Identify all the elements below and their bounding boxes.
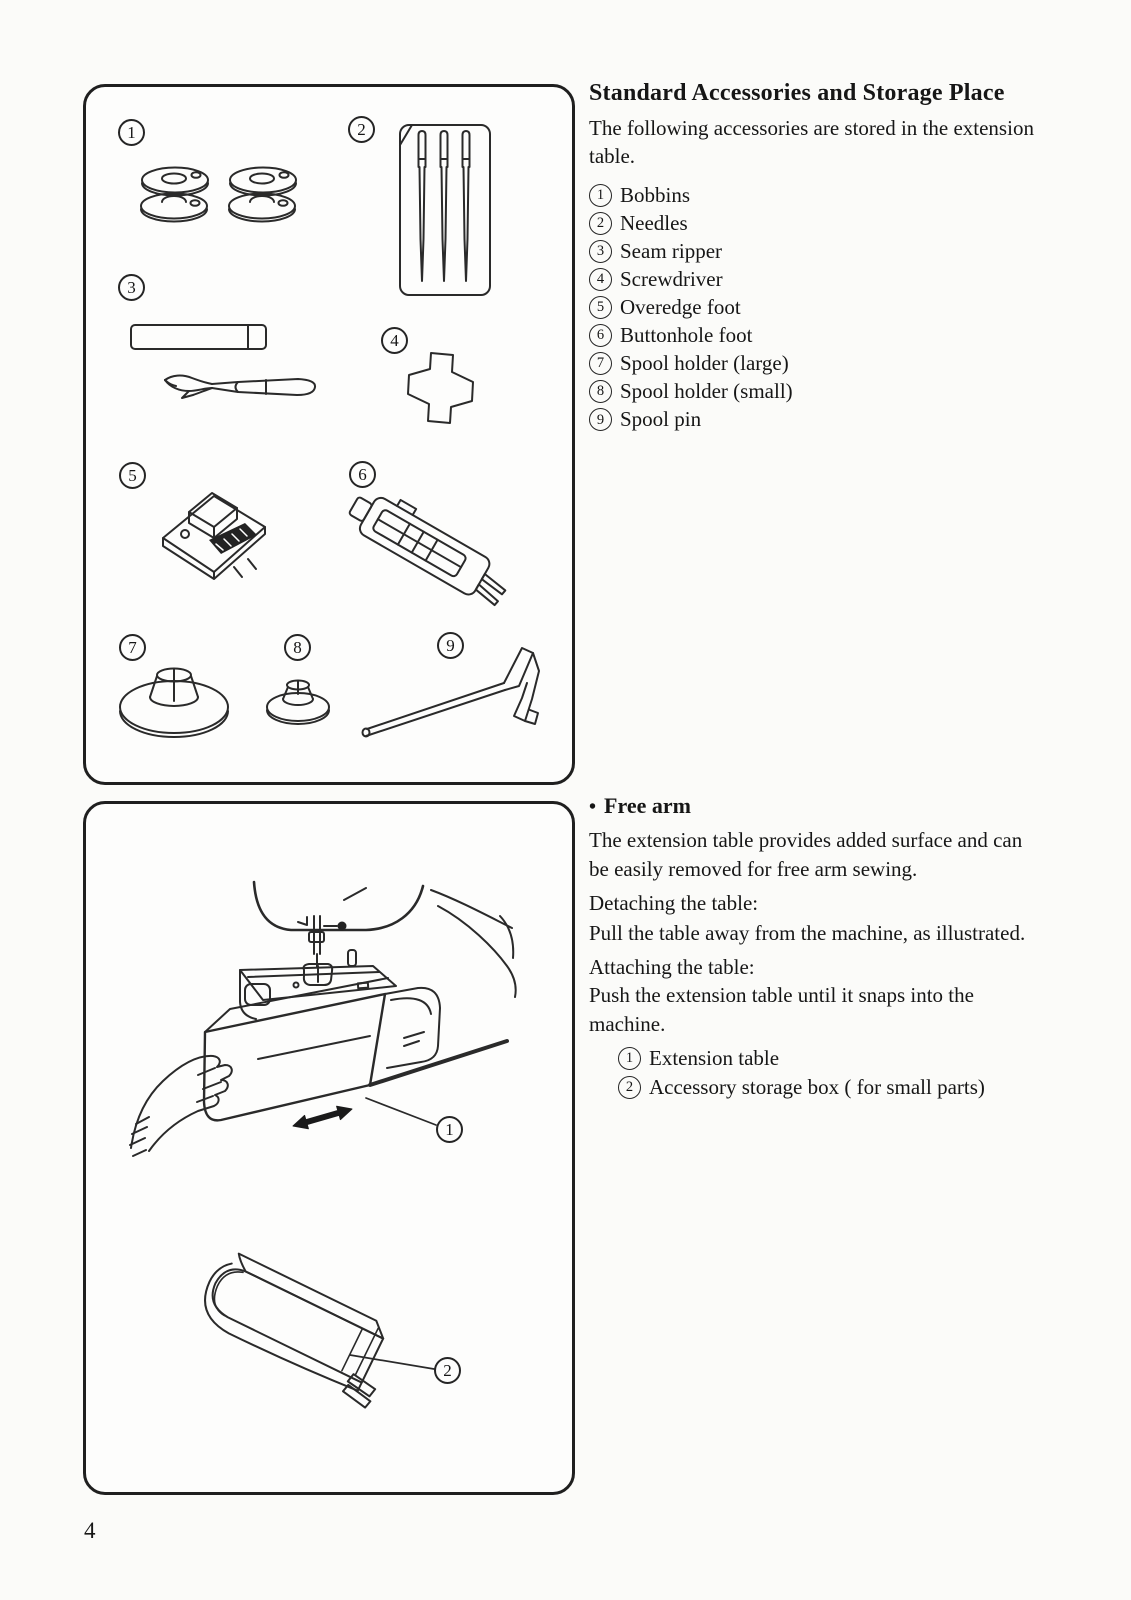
detach-body: Pull the table away from the machine, as… — [589, 921, 1026, 945]
accessories-figure-panel: 1 2 3 4 5 6 7 8 9 — [83, 84, 575, 785]
section-title: Standard Accessories and Storage Place — [589, 80, 1005, 106]
bobbins-drawing — [140, 166, 297, 223]
figure1-callout-4: 4 — [381, 327, 408, 354]
slide-arrow — [292, 1105, 353, 1130]
spool-holder-large-drawing — [119, 667, 229, 738]
item-number-badge: 2 — [618, 1076, 641, 1099]
callout-line-1 — [365, 1097, 437, 1126]
free-arm-heading: • Free arm — [589, 793, 691, 819]
detach-heading: Detaching the table: — [589, 891, 759, 915]
item-label: Screwdriver — [620, 266, 723, 291]
item-number-badge: 1 — [589, 183, 612, 207]
figure1-callout-2: 2 — [348, 116, 375, 143]
item-number-badge: 5 — [589, 295, 612, 319]
attach-heading: Attaching the table: — [589, 955, 755, 979]
figure1-callout-6: 6 — [349, 461, 376, 488]
list-item: 9 Spool pin — [589, 406, 793, 434]
item-label: Buttonhole foot — [620, 323, 753, 348]
free-arm-heading-label: Free arm — [604, 793, 691, 818]
figure1-callout-5: 5 — [119, 462, 146, 489]
item-label: Bobbins — [620, 182, 691, 207]
list-item: 2 Needles — [589, 209, 793, 237]
storage-box-drawing — [204, 1252, 385, 1409]
item-label: Needles — [620, 210, 688, 235]
item-number-badge: 9 — [589, 408, 612, 432]
figure2-callout-1: 1 — [436, 1116, 463, 1143]
list-item: 8 Spool holder (small) — [589, 378, 793, 406]
bullet-glyph: • — [589, 796, 597, 818]
buttonhole-foot-drawing — [348, 496, 507, 607]
item-number-badge: 1 — [618, 1047, 641, 1070]
figure1-callout-8: 8 — [284, 634, 311, 661]
item-label: Overedge foot — [620, 294, 741, 319]
item-number-badge: 4 — [589, 267, 612, 291]
list-item: 6 Buttonhole foot — [589, 321, 793, 349]
free-arm-callout-list: 1 Extension table 2 Accessory storage box … — [618, 1044, 985, 1102]
spool-pin-drawing — [361, 647, 540, 738]
extension-table-drawing — [202, 977, 509, 1122]
figure1-callout-9: 9 — [437, 632, 464, 659]
item-label: Spool holder (large) — [620, 351, 789, 376]
item-number-badge: 7 — [589, 352, 612, 376]
hand-drawing — [129, 1054, 233, 1157]
figure1-callout-3: 3 — [118, 274, 145, 301]
callout-item: 1 Extension table — [618, 1044, 985, 1073]
item-label: Spool pin — [620, 407, 702, 432]
callout-item: 2 Accessory storage box ( for small parts… — [618, 1073, 985, 1102]
needle-bar-drawing — [297, 915, 357, 986]
item-number-badge: 2 — [589, 211, 612, 235]
item-number-badge: 8 — [589, 380, 612, 404]
list-item: 5 Overedge foot — [589, 293, 793, 321]
figure1-callout-1: 1 — [118, 119, 145, 146]
needle-plate-drawing — [239, 965, 397, 1020]
item-number-badge: 3 — [589, 239, 612, 263]
list-item: 7 Spool holder (large) — [589, 350, 793, 378]
figure2-callout-2: 2 — [434, 1357, 461, 1384]
item-label: Extension table — [649, 1046, 780, 1070]
free-arm-paragraph: The extension table provides added surfa… — [589, 828, 1023, 881]
attach-body: Push the extension table until it snaps … — [589, 983, 974, 1036]
free-arm-figure-panel: 1 2 — [83, 801, 575, 1495]
spool-holder-small-drawing — [266, 679, 330, 725]
machine-body-drawing — [252, 880, 517, 998]
overedge-foot-drawing — [162, 492, 266, 580]
list-item: 3 Seam ripper — [589, 237, 793, 265]
list-item: 4 Screwdriver — [589, 265, 793, 293]
page-number: 4 — [84, 1518, 96, 1543]
needles-drawing — [399, 124, 491, 296]
item-label: Spool holder (small) — [620, 379, 793, 404]
free-arm-illustration — [129, 880, 517, 1409]
screwdriver-drawing — [407, 352, 474, 424]
list-item: 1 Bobbins — [589, 181, 793, 209]
accessories-intro: The following accessories are stored in … — [589, 116, 1034, 168]
accessories-illustration — [119, 124, 540, 738]
item-label: Seam ripper — [620, 238, 723, 263]
item-number-badge: 6 — [589, 324, 612, 348]
accessories-list: 1 Bobbins 2 Needles 3 Seam ripper 4 Screwdri… — [589, 181, 793, 434]
seam-ripper-drawing — [130, 324, 317, 399]
figure1-callout-7: 7 — [119, 634, 146, 661]
item-label: Accessory storage box ( for small parts) — [649, 1075, 985, 1099]
